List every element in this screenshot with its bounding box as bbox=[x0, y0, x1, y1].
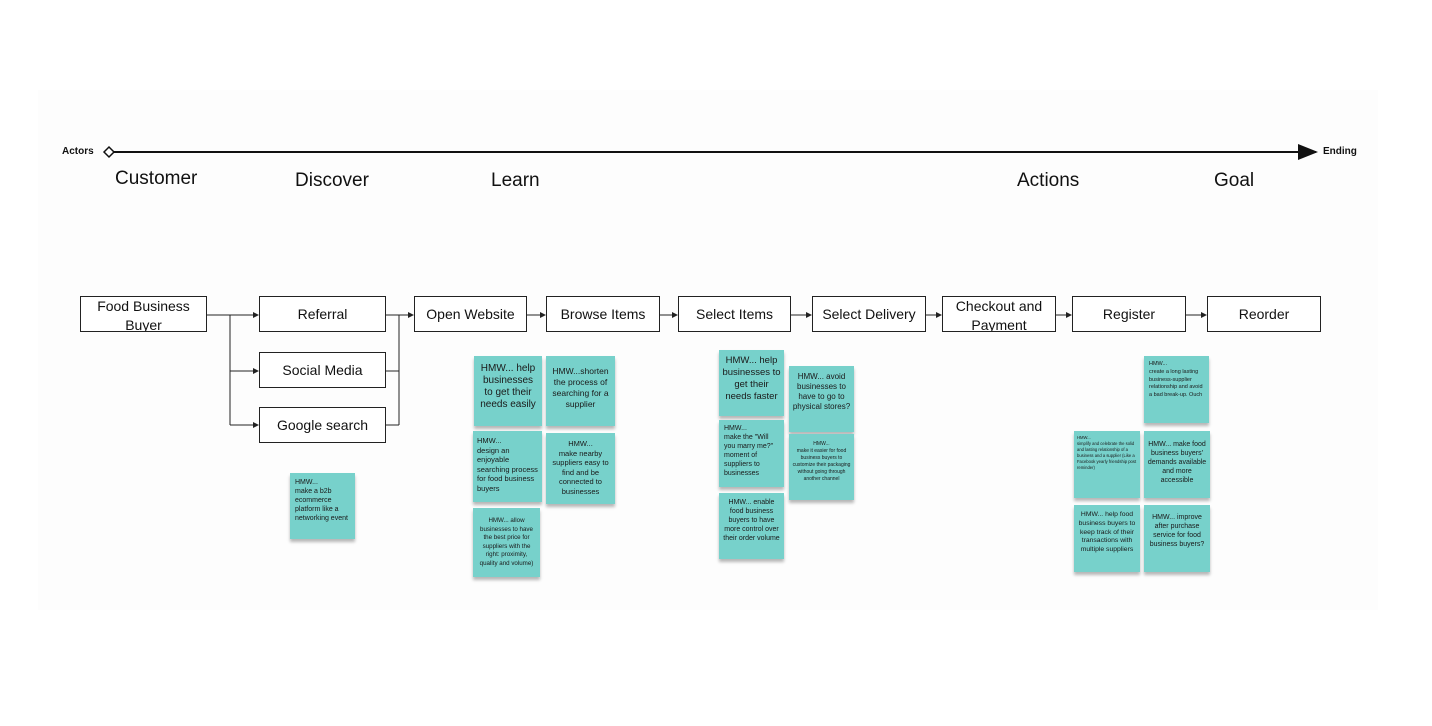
step-checkout-and-payment[interactable]: Checkout and Payment bbox=[942, 296, 1056, 332]
sticky-note[interactable]: HMW... help food business buyers to keep… bbox=[1074, 505, 1140, 572]
step-browse-items[interactable]: Browse Items bbox=[546, 296, 660, 332]
sticky-note[interactable]: HMW... improve after purchase service fo… bbox=[1144, 505, 1210, 572]
phase-discover: Discover bbox=[295, 170, 369, 191]
step-google-search[interactable]: Google search bbox=[259, 407, 386, 443]
sticky-note[interactable]: HMW... create a long lasting business-su… bbox=[1144, 356, 1209, 423]
sticky-note[interactable]: HMW... avoid businesses to have to go to… bbox=[789, 366, 854, 432]
step-referral[interactable]: Referral bbox=[259, 296, 386, 332]
step-select-delivery[interactable]: Select Delivery bbox=[812, 296, 926, 332]
sticky-note[interactable]: HMW... simplify and celebrate the solid … bbox=[1074, 431, 1140, 498]
phase-customer: Customer bbox=[115, 168, 198, 189]
step-food-business-buyer[interactable]: Food Business Buyer bbox=[80, 296, 207, 332]
sticky-note[interactable]: HMW... make the "Will you marry me?" mom… bbox=[719, 420, 784, 487]
phase-actions: Actions bbox=[1017, 170, 1080, 191]
sticky-note[interactable]: HMW... make nearby suppliers easy to fin… bbox=[546, 433, 615, 504]
timeline-end-label: Ending bbox=[1323, 146, 1357, 157]
step-register[interactable]: Register bbox=[1072, 296, 1186, 332]
step-select-items[interactable]: Select Items bbox=[678, 296, 791, 332]
step-social-media[interactable]: Social Media bbox=[259, 352, 386, 388]
sticky-note[interactable]: HMW... help businesses to get their need… bbox=[719, 350, 784, 416]
step-open-website[interactable]: Open Website bbox=[414, 296, 527, 332]
sticky-note[interactable]: HMW... design an enjoyable searching pro… bbox=[473, 431, 542, 502]
sticky-note[interactable]: HMW... make a b2b ecommerce platform lik… bbox=[290, 473, 355, 539]
sticky-note[interactable]: HMW... make it easier for food business … bbox=[789, 434, 854, 500]
phase-goal: Goal bbox=[1214, 170, 1255, 191]
step-reorder[interactable]: Reorder bbox=[1207, 296, 1321, 332]
sticky-note[interactable]: HMW... help businesses to get their need… bbox=[474, 356, 542, 426]
sticky-note[interactable]: HMW... allow businesses to have the best… bbox=[473, 508, 540, 577]
timeline-start-label: Actors bbox=[62, 146, 94, 157]
sticky-note[interactable]: HMW... make food business buyers' demand… bbox=[1144, 431, 1210, 498]
sticky-note[interactable]: HMW... enable food business buyers to ha… bbox=[719, 493, 784, 559]
sticky-note[interactable]: HMW...shorten the process of searching f… bbox=[546, 356, 615, 426]
phase-learn: Learn bbox=[491, 170, 540, 191]
